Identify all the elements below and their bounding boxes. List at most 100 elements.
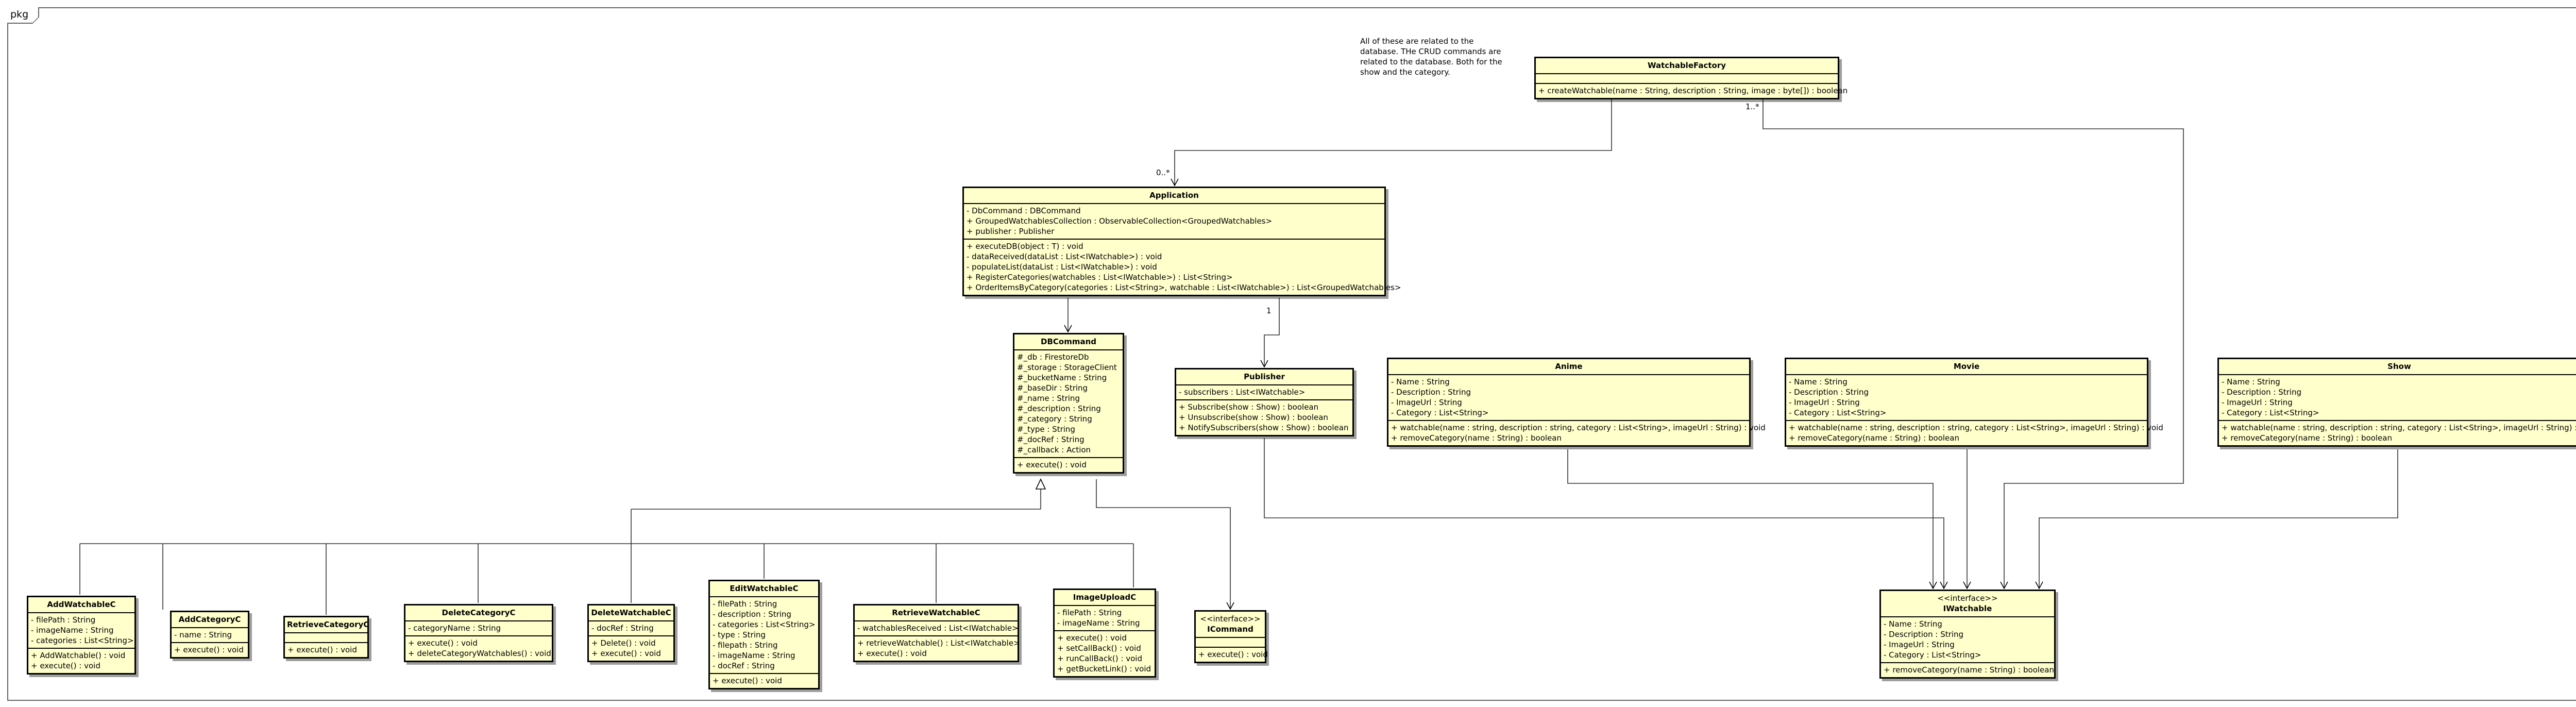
class-attribute: - filePath : String — [713, 599, 777, 609]
class-stereotype: <<interface>> — [1200, 614, 1261, 624]
class-operation: + executeDB(object : T) : void — [967, 242, 1083, 251]
class-attribute: #_storage : StorageClient — [1017, 363, 1117, 372]
class-operations: + createWatchable(name : String, descrip… — [1536, 84, 1848, 98]
class-operation: + removeCategory(name : String) : boolea… — [1789, 433, 1959, 443]
interface-icommand[interactable]: <<interface>>ICommand + execute() : void — [1194, 610, 1268, 663]
class-operation: - dataReceived(dataList : List<IWatchabl… — [967, 252, 1162, 261]
class-attribute: #_baseDir : String — [1017, 383, 1088, 393]
class-attributes: - Name : String- Description : String- I… — [1881, 617, 2054, 663]
class-movie[interactable]: Movie- Name : String- Description : Stri… — [1785, 358, 2163, 447]
class-watchablefactory[interactable]: WatchableFactory+ createWatchable(name :… — [1534, 57, 1848, 99]
class-deletewatchablec[interactable]: DeleteWatchableC- docRef : String+ Delet… — [587, 604, 675, 662]
class-operations: + watchable(name : string, description :… — [1388, 421, 1766, 445]
class-name: Anime — [1555, 362, 1583, 371]
class-operations: + execute() : void+ deleteCategoryWatcha… — [405, 636, 552, 661]
interface-iwatchable[interactable]: <<interface>>IWatchable- Name : String- … — [1879, 590, 2056, 679]
class-name: RetrieveWatchableC — [892, 608, 980, 617]
class-attributes: - Name : String - Description : String- I… — [1786, 375, 2147, 421]
class-attribute: - Name : String — [1789, 377, 1848, 386]
class-operation: + execute() : void — [174, 645, 244, 654]
class-deletecategoryc[interactable]: DeleteCategoryC- categoryName : String+ … — [404, 604, 553, 662]
class-operation: + watchable(name : string, description :… — [1789, 423, 2163, 432]
class-attribute: - categories : List<String> — [713, 620, 816, 629]
class-operations: + execute() : void+ setCallBack() : void… — [1055, 631, 1155, 676]
class-retrievewatchablec[interactable]: RetrieveWatchableC- watchablesReceived :… — [853, 604, 1020, 662]
class-operations: + executeDB(object : T) : void- dataRece… — [964, 240, 1401, 295]
class-editwatchablec[interactable]: EditWatchableC- filePath : String- descr… — [708, 580, 820, 689]
class-name: AddWatchableC — [47, 600, 116, 609]
class-attribute: #_type : String — [1017, 425, 1075, 434]
class-show[interactable]: Show- Name : String- Description : Strin… — [2217, 358, 2576, 447]
class-attribute: - ImageUrl : String — [2222, 398, 2293, 407]
multiplicity-application-publisher: 1 — [1266, 306, 1272, 315]
class-operation: + removeCategory(name : String) : boolea… — [1391, 433, 1562, 443]
class-operation: + RegisterCategories(watchables : List<I… — [967, 273, 1233, 282]
class-addwatchablec[interactable]: AddWatchableC- filePath : String- imageN… — [27, 596, 136, 675]
class-attribute: - subscribers : List<IWatchable> — [1179, 388, 1306, 397]
class-attribute: - Category : List<String> — [1391, 408, 1489, 417]
class-attribute: - Category : List<String> — [2222, 408, 2319, 417]
class-operation: + watchable(name : string, description :… — [1391, 423, 1766, 432]
class-attributes: - categoryName : String — [405, 621, 552, 636]
class-operation: + execute() : void — [591, 649, 661, 658]
class-publisher[interactable]: Publisher - subscribers : List<IWatchable… — [1175, 368, 1354, 436]
class-application[interactable]: Application- DbCommand : DBCommand+ Grou… — [962, 187, 1401, 296]
class-operation: + execute() : void — [1057, 633, 1127, 643]
class-attribute: - ImageUrl : String — [1884, 640, 1955, 649]
class-operation: + execute() : void — [857, 649, 927, 658]
class-header: Publisher — [1176, 369, 1352, 385]
class-attribute: #_description : String — [1017, 404, 1101, 413]
class-header: Application — [964, 188, 1384, 204]
class-addcategoryc[interactable]: AddCategoryC - name : String + execute() :… — [170, 611, 249, 659]
class-retrievecategoryc[interactable]: RetrieveCategoryC+ execute() : void — [283, 616, 369, 659]
class-operations: + watchable(name : string, description :… — [2219, 421, 2576, 445]
class-attributes: - DbCommand : DBCommand+ GroupedWatchabl… — [964, 204, 1384, 240]
class-name: AddCategoryC — [178, 615, 241, 624]
class-header: Anime — [1388, 359, 1749, 375]
class-attribute: - Description : String — [1789, 388, 1869, 397]
class-operation: + OrderItemsByCategory(categories : List… — [967, 283, 1401, 292]
class-operation: + NotifySubscribers(show : Show) : boole… — [1179, 423, 1349, 432]
class-operations: + watchable(name : string, description :… — [1786, 421, 2163, 445]
class-attribute: - Description : String — [2222, 388, 2301, 397]
class-attribute: - filePath : String — [1057, 608, 1122, 617]
class-operation: - populateList(dataList : List<IWatchabl… — [967, 262, 1157, 272]
class-attribute: + publisher : Publisher — [967, 227, 1055, 236]
class-attributes: - Name : String- Description : String- I… — [1388, 375, 1749, 421]
class-attributes: #_db : FirestoreDb#_storage : StorageCli… — [1014, 350, 1123, 458]
class-attribute: #_docRef : String — [1017, 435, 1084, 444]
class-name: RetrieveCategoryC — [287, 620, 369, 629]
class-dbcommand[interactable]: DBCommand#_db : FirestoreDb#_storage : S… — [1013, 333, 1124, 474]
class-operation: + setCallBack() : void — [1057, 644, 1141, 653]
class-header: RetrieveWatchableC — [855, 605, 1018, 621]
class-name: ICommand — [1207, 625, 1253, 634]
class-operation: + Delete() : void — [591, 638, 656, 648]
class-attributes — [285, 633, 367, 643]
class-attribute: - Description : String — [1391, 388, 1471, 397]
class-name: IWatchable — [1943, 604, 1992, 613]
class-operations: + execute() : void — [172, 643, 248, 657]
class-name: DeleteCategoryC — [442, 608, 516, 617]
class-operation: + removeCategory(name : String) : boolea… — [1884, 665, 2054, 675]
class-operations: + execute() : void — [710, 674, 818, 688]
class-operation: + execute() : void — [1198, 650, 1268, 659]
class-operation: + execute() : void — [713, 676, 782, 685]
package-frame — [7, 7, 2576, 701]
class-attribute: - name : String — [174, 630, 232, 639]
class-attribute: - DbCommand : DBCommand — [967, 206, 1081, 215]
class-anime[interactable]: Anime - Name : String- Description : Stri… — [1387, 358, 1766, 447]
class-operations: + execute() : void — [1014, 458, 1123, 472]
class-operations: + AddWatchable() : void+ execute() : voi… — [28, 649, 134, 673]
class-attribute: - filePath : String — [31, 615, 96, 625]
class-attribute: - ImageUrl : String — [1789, 398, 1860, 407]
class-operation: + execute() : void — [408, 638, 478, 648]
class-operation: + removeCategory(name : String) : boolea… — [2222, 433, 2392, 443]
class-operation: + retrieveWatchable() : List<IWatchable> — [857, 638, 1020, 648]
class-header: <<interface>>ICommand — [1196, 612, 1265, 638]
class-imageuploadc[interactable]: ImageUploadC- filePath : String- imageNa… — [1053, 588, 1156, 678]
class-attribute: - Name : String — [2222, 377, 2280, 386]
class-header: DBCommand — [1014, 334, 1123, 350]
class-operation: + watchable(name : string, description :… — [2222, 423, 2576, 432]
class-header: DeleteCategoryC — [405, 605, 552, 621]
class-operations: + retrieveWatchable() : List<IWatchable>… — [855, 636, 1020, 661]
